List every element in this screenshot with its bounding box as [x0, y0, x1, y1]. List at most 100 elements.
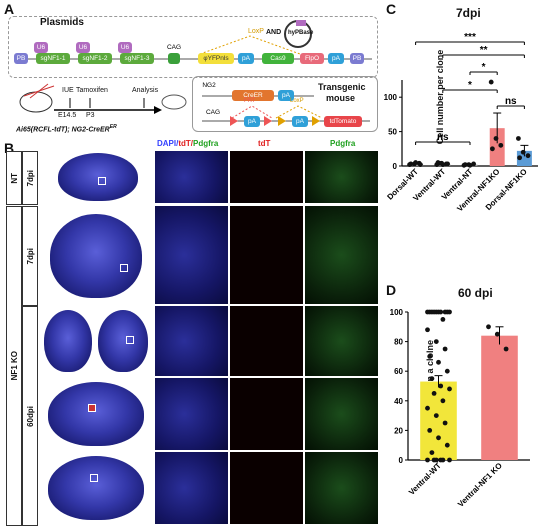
- significance-label: ***: [464, 32, 476, 43]
- y-tick-label: 80: [394, 338, 403, 347]
- pa-4: pA: [244, 116, 260, 127]
- chart-c-svg: 050100Dorsal-WTVentral-WTVentral-NTVentr…: [384, 32, 538, 213]
- hypbase-circle-icon: [284, 20, 312, 48]
- data-point: [436, 435, 441, 441]
- roi-box: [120, 264, 128, 272]
- brain-section-ko-60dpi-c: [40, 452, 150, 524]
- data-point: [444, 442, 450, 448]
- data-point: [467, 162, 473, 168]
- y-tick-label: 100: [390, 308, 404, 317]
- bar: [420, 381, 457, 460]
- data-point: [442, 420, 448, 426]
- micro-pdgfra-r5: [305, 452, 378, 524]
- transgenic-box: [192, 76, 378, 132]
- data-point: [438, 383, 444, 389]
- brain-section-nt-7dpi: [40, 151, 150, 203]
- data-point: [431, 391, 437, 396]
- panel-b-letter: B: [4, 140, 15, 156]
- transgenic-title-1: Transgenic: [318, 82, 366, 92]
- panel-a-letter: A: [4, 1, 15, 17]
- plasmids-title: Plasmids: [40, 17, 84, 28]
- group-nt-label: NT: [9, 172, 19, 184]
- y-tick-label: 0: [399, 456, 404, 465]
- data-point: [436, 359, 441, 365]
- significance-label: ns: [505, 96, 517, 107]
- iue-label: IUE: [62, 87, 74, 94]
- hypbase-label: hyPBase: [288, 30, 314, 36]
- micro-tdt-r2: [230, 206, 303, 304]
- pa-2: pA: [328, 53, 344, 64]
- transgenic-title-2: mouse: [326, 93, 356, 103]
- data-point: [440, 398, 446, 404]
- roi-box: [90, 474, 98, 482]
- data-point: [433, 339, 439, 344]
- y-tick-label: 50: [388, 128, 397, 137]
- time-row2-label: 7dpi: [25, 247, 35, 265]
- micro-merge-r4: [155, 378, 228, 450]
- pb-right: PB: [350, 53, 364, 64]
- data-point: [433, 413, 439, 418]
- data-point: [418, 162, 423, 168]
- data-point: [520, 149, 526, 155]
- e145-label: E14.5: [58, 112, 77, 119]
- significance-label: **: [480, 45, 488, 56]
- frt-label: FRT: [244, 98, 256, 104]
- data-point: [427, 428, 433, 433]
- data-point: [440, 457, 446, 463]
- loxp-label: LoxP: [248, 28, 264, 35]
- data-point: [442, 346, 448, 352]
- sgnf1-1: sgNF1-1: [36, 53, 70, 64]
- creer: CreER: [232, 90, 274, 101]
- u6-3: U6: [118, 42, 132, 53]
- significance-label: ns: [437, 132, 449, 143]
- micro-merge-r1: [155, 151, 228, 203]
- data-point: [490, 146, 495, 152]
- data-point: [436, 160, 442, 166]
- pb-left: PB: [14, 53, 28, 64]
- bar: [489, 128, 505, 166]
- data-point: [425, 405, 430, 411]
- brain-section-ko-7dpi: [40, 206, 150, 304]
- micro-tdt-r1: [230, 151, 303, 203]
- pa-1: pA: [238, 53, 254, 64]
- cag-2: CAG: [204, 107, 222, 118]
- data-point: [471, 161, 476, 167]
- u6-1: U6: [34, 42, 48, 53]
- data-point: [444, 368, 450, 374]
- data-point: [445, 161, 450, 167]
- header-tdt-merge: tdT/: [178, 139, 194, 148]
- data-point: [447, 309, 452, 315]
- merge-header: DAPI/tdT/Pdgfra: [157, 139, 218, 148]
- sgnf1-3: sgNF1-3: [120, 53, 154, 64]
- brain-shape: [48, 456, 144, 520]
- time-row3: 60dpi: [22, 306, 38, 526]
- data-point: [486, 324, 491, 330]
- brain-section-ko-60dpi-b: [40, 378, 150, 450]
- time-row1-label: 7dpi: [25, 169, 35, 187]
- roi-box: [126, 336, 134, 344]
- micro-tdt-r5: [230, 452, 303, 524]
- group-nf1ko: NF1 KO: [6, 206, 22, 526]
- data-point: [447, 457, 452, 463]
- micro-merge-r5: [155, 452, 228, 524]
- header-tdt: tdT: [258, 139, 271, 148]
- data-point: [447, 386, 452, 392]
- data-point: [427, 354, 433, 359]
- tamoxifen-label: Tamoxifen: [76, 87, 108, 94]
- data-point: [433, 457, 439, 463]
- loxp-lines: [199, 35, 301, 55]
- roi-box: [98, 177, 106, 185]
- time-row1: 7dpi: [22, 151, 38, 205]
- micro-tdt-r3: [230, 306, 303, 376]
- data-point: [525, 153, 531, 159]
- cas9: Cas9: [262, 53, 294, 64]
- micro-pdgfra-r3: [305, 306, 378, 376]
- significance-label: *: [468, 80, 472, 91]
- brain-shape: [98, 310, 148, 372]
- sgnf1-2: sgNF1-2: [78, 53, 112, 64]
- x-tick-label: Ventral-NF1 KO: [456, 461, 504, 509]
- chart-d-title: 60 dpi: [458, 286, 493, 300]
- data-point: [488, 79, 494, 85]
- data-point: [429, 450, 435, 455]
- u6-2: U6: [76, 42, 90, 53]
